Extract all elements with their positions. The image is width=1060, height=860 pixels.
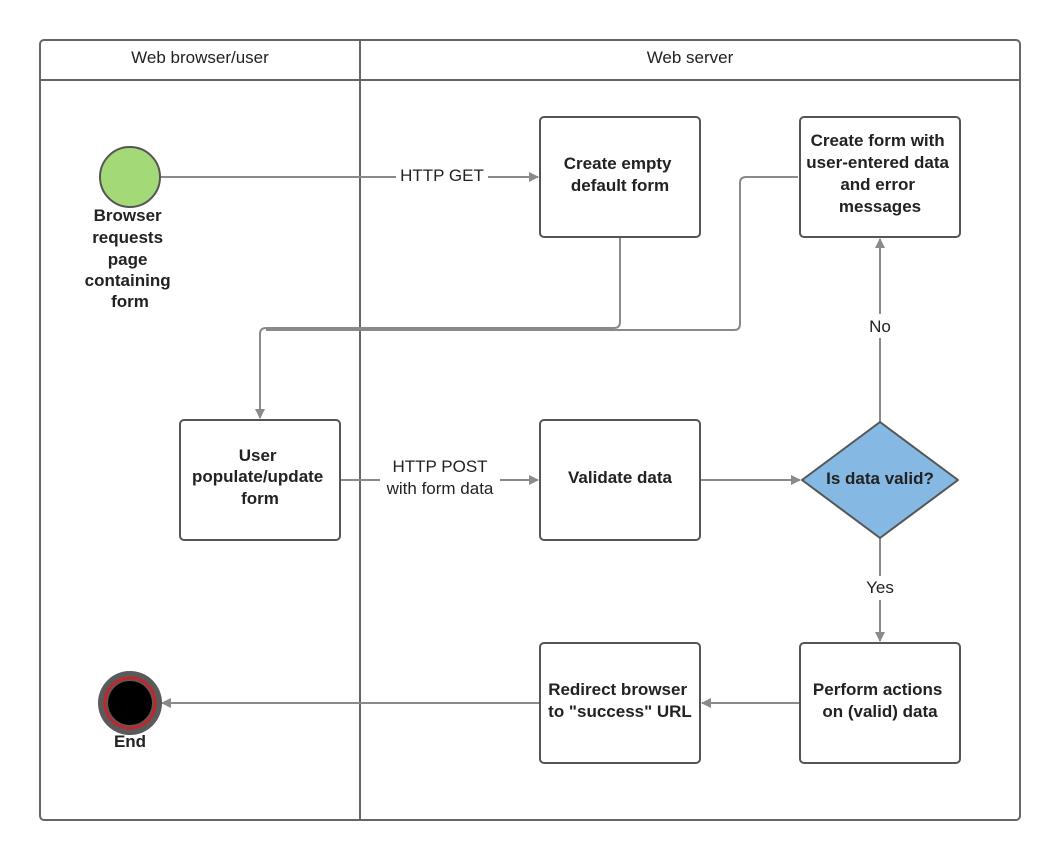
edge-label-no: No bbox=[869, 317, 891, 336]
edge-empty-form-to-user bbox=[255, 237, 621, 419]
create-error-form-box bbox=[799, 116, 961, 238]
perform-actions-line: Perform actions bbox=[813, 680, 942, 699]
start-label: Browser requests page containing form bbox=[85, 206, 176, 311]
start-label-line: page bbox=[108, 250, 148, 269]
redirect-label: Redirect browser to "success" URL bbox=[548, 680, 692, 721]
create-error-form-line: user-entered data bbox=[806, 153, 949, 172]
create-error-form-label: Create form with user-entered data and e… bbox=[806, 131, 953, 216]
decision-diamond bbox=[801, 421, 959, 539]
user-update-form-line: populate/update bbox=[192, 467, 323, 486]
user-update-form-label: User populate/update form bbox=[192, 446, 328, 508]
start-label-line: form bbox=[111, 292, 149, 311]
edge-label-http-post-1: HTTP POST bbox=[392, 457, 487, 476]
edge-label-yes: Yes bbox=[866, 578, 894, 597]
start-label-line: Browser bbox=[94, 206, 162, 225]
perform-actions-box bbox=[799, 642, 961, 764]
lane-title-server: Web server bbox=[647, 48, 734, 67]
end-node-core bbox=[108, 681, 152, 725]
start-node bbox=[99, 146, 161, 208]
create-empty-form-line: default form bbox=[571, 176, 669, 195]
create-error-form-line: and error bbox=[840, 175, 915, 194]
user-update-form-line: form bbox=[241, 489, 279, 508]
edge-label-bg bbox=[396, 164, 488, 186]
start-label-line: containing bbox=[85, 271, 171, 290]
start-label-line: requests bbox=[92, 228, 163, 247]
end-label: End bbox=[114, 732, 146, 751]
create-empty-form-box bbox=[539, 116, 701, 238]
create-empty-form-label: Create empty default form bbox=[564, 154, 676, 195]
lane-title-browser: Web browser/user bbox=[131, 48, 269, 67]
redirect-line: Redirect browser bbox=[548, 680, 687, 699]
create-error-form-line: messages bbox=[839, 197, 921, 216]
user-update-form-box bbox=[179, 419, 341, 541]
redirect-box bbox=[539, 642, 701, 764]
edge-label-bg bbox=[862, 314, 898, 338]
end-node-ring bbox=[103, 676, 157, 730]
edge-label-bg bbox=[860, 576, 900, 600]
create-error-form-line: Create form with bbox=[811, 131, 945, 150]
edge-label-http-post-2: with form data bbox=[386, 479, 494, 498]
decision-label: Is data valid? bbox=[826, 469, 934, 488]
edge-error-form-to-user bbox=[266, 176, 798, 331]
create-empty-form-line: Create empty bbox=[564, 154, 672, 173]
validate-data-box bbox=[539, 419, 701, 541]
edge-label-bg bbox=[380, 456, 500, 502]
swimlane-frame bbox=[39, 39, 1021, 821]
validate-data-label: Validate data bbox=[568, 468, 672, 487]
perform-actions-line: on (valid) data bbox=[822, 702, 938, 721]
redirect-line: to "success" URL bbox=[548, 702, 692, 721]
perform-actions-label: Perform actions on (valid) data bbox=[813, 680, 947, 721]
user-update-form-line: User bbox=[239, 446, 277, 465]
edge-label-http-get: HTTP GET bbox=[400, 166, 484, 185]
